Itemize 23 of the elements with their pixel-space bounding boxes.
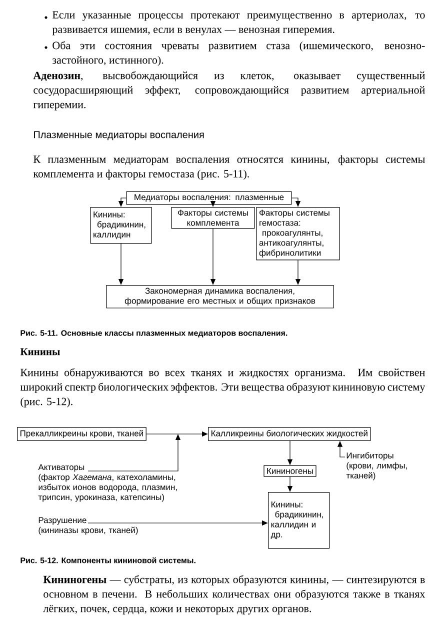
- process-box: Кинины: брадикинин, каллидин: [90, 207, 152, 244]
- body-paragraph: К плазменным медиаторам воспаления относятся кинины, факторы системы комплемента и факторы гемостаза (рис. 5-11).: [33, 155, 425, 180]
- body-paragraph: Оба эти состояния чреваты развитием стаза (ишемического, венозно-застойного, истинного).: [52, 41, 425, 66]
- figure-caption: Рис. 5-11. Основные классы плазменных медиаторов воспаления.: [20, 330, 288, 338]
- figure-caption: Рис. 5-12. Компоненты кининовой системы.: [20, 557, 196, 564]
- body-paragraph: Если указанные процессы протекают преимущественно в артериолах, то развивается ишемия, если в венулах — венозная гиперемия.: [52, 11, 425, 36]
- process-box: Факторы системы гемостаза: прокоагулянты, антикоагулянты, фибринолитики: [256, 207, 340, 260]
- process-box: Кининогены: [264, 465, 316, 477]
- process-box: Прекалликреины крови, тканей: [17, 427, 146, 441]
- body-paragraph: Кининогены — субстраты, из которых образуются кинины, — синтезируются в основном в печени. В небольших количествах они образуются также в тканях лёгких, почек, сердца, кожи и некоторых других органов.: [43, 575, 426, 614]
- process-box: Медиаторы воспаления: плазменные: [126, 191, 292, 205]
- process-box: Закономерная динамика воспаления, формирование его местных и общих признаков: [106, 285, 334, 308]
- annotation-text: Ингибиторы (крови, лимфы, тканей): [346, 452, 407, 480]
- section-heading: Плазменные медиаторы воспаления: [34, 131, 204, 140]
- process-box: Факторы системы комплемента: [171, 207, 255, 229]
- arrow: [292, 198, 301, 207]
- annotation-text: Активаторы (фактор Хагемана, катехоламины, избыток ионов водорода, плазмин, трипсин, урокиназа, катепсины): [38, 464, 177, 502]
- section-heading: Кинины: [20, 348, 60, 356]
- process-box: Кинины: брадикинин, каллидин и др.: [268, 492, 330, 549]
- body-paragraph: Кинины обнаруживаются во всех тканях и жидкостях организма. Им свойствен широкий спектр биологических эффектов. Эти вещества образуют кининовую систему (рис. 5-12).: [20, 368, 426, 408]
- body-paragraph: Аденозин, высвобождающийся из клеток, оказывает существенный сосудорасширяющий эффект, сопровождающийся развитием артериальной гиперемии.: [33, 71, 425, 110]
- annotation-text: Разрушение (кининазы крови, тканей): [38, 517, 138, 535]
- process-box: Калликреины биологических жидкостей: [208, 427, 371, 441]
